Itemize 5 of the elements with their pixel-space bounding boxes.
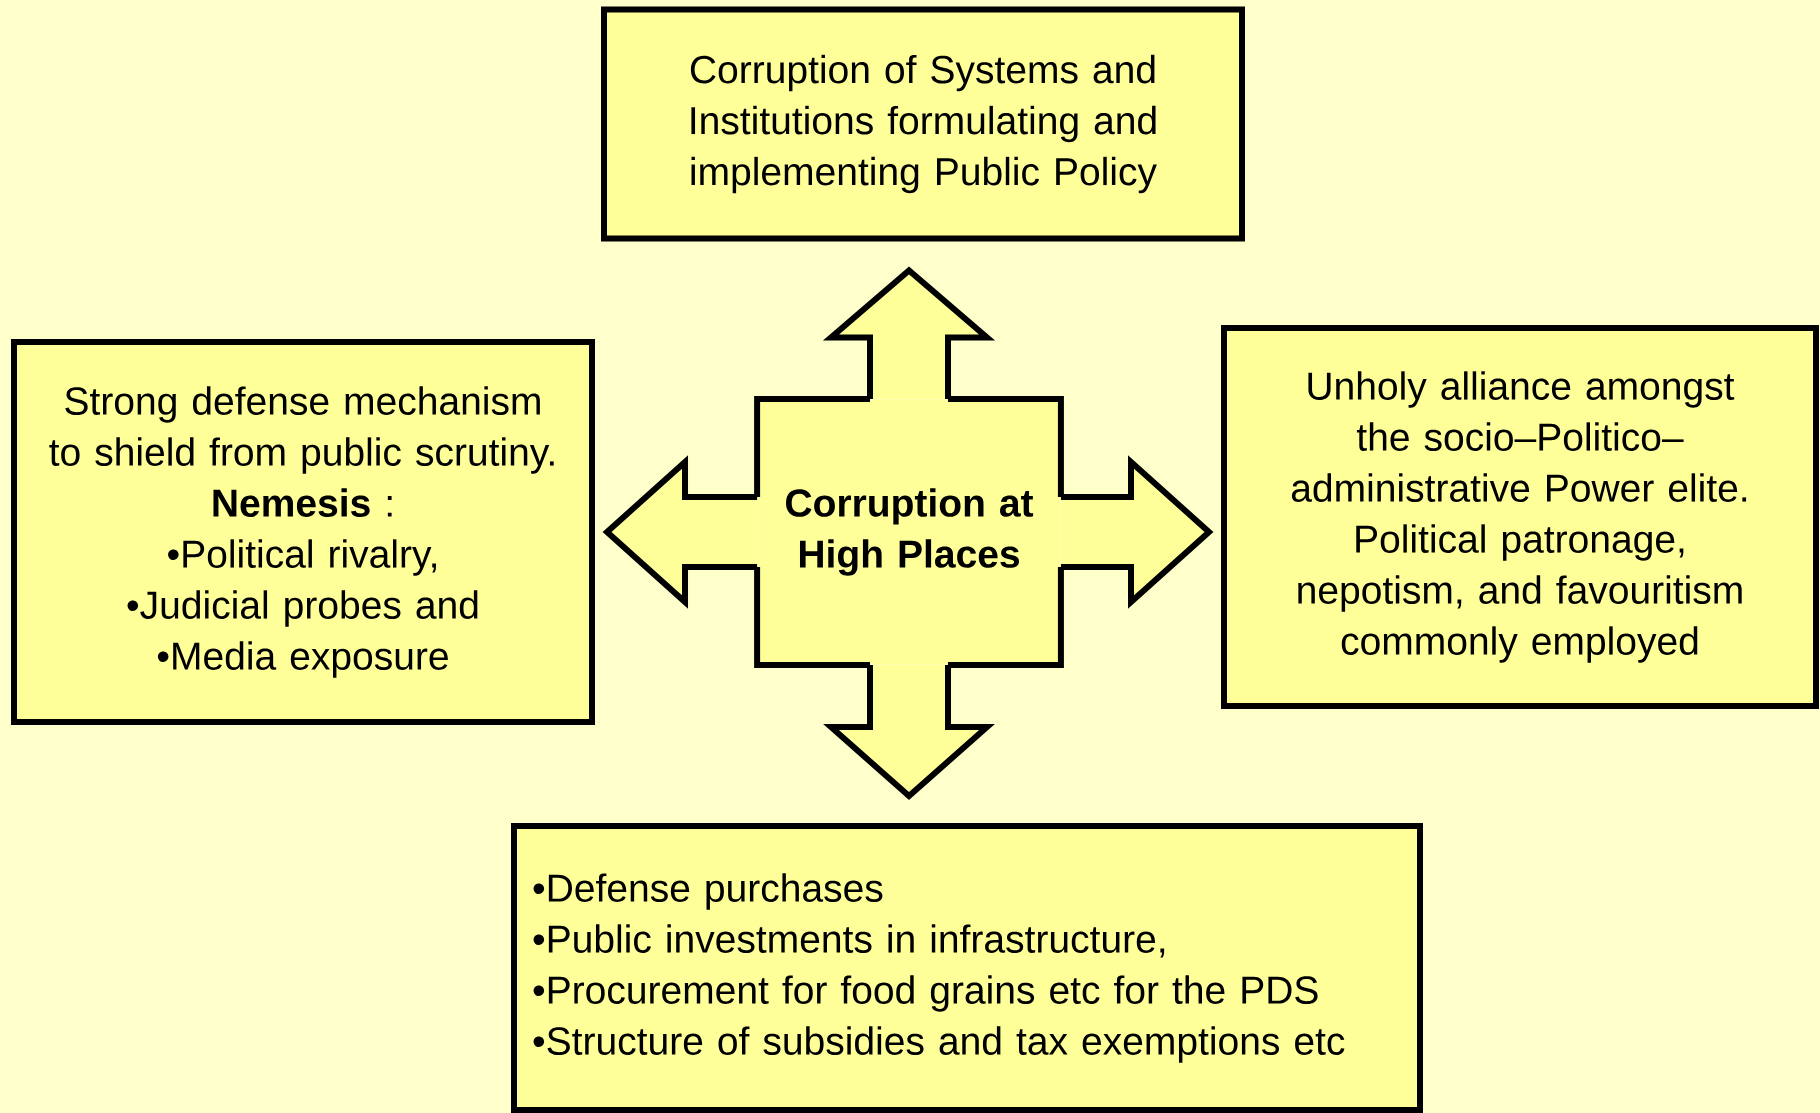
cross-arrow-center: Corruption at High Places	[754, 396, 1064, 668]
text-box: Strong defense mechanism to shield from public scrutiny. Nemesis : •Political rivalry, •Judicial probes and •Media exposure	[11, 339, 595, 725]
text-box: Unholy alliance amongst the socio–Politico–administrative Power elite. Political patronage, nepotism, and favouritism commonly employed	[1221, 325, 1819, 709]
text-box: •Defense purchases •Public investments in infrastructure, •Procurement for food grains etc for the PDS •Structure of subsidies and tax exemptions etc	[511, 823, 1423, 1113]
text-box: Corruption of Systems and Institutions formulating and implementing Public Policy	[601, 6, 1245, 242]
